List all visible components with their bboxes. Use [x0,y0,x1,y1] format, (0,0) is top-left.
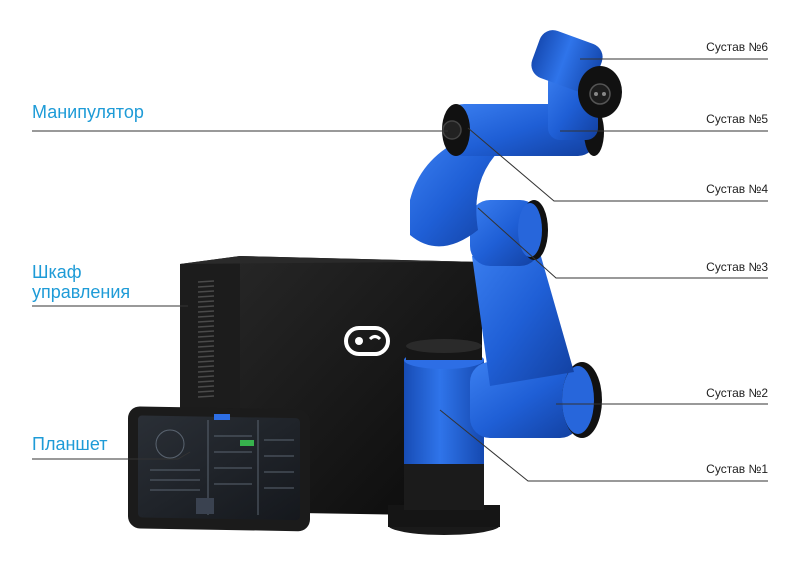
leader-lines-right [439,58,768,482]
label-manipulator: Манипулятор [32,102,144,122]
cabinet-vent-grille [197,280,215,398]
label-joint-3: Сустав №3 [706,260,768,274]
label-tablet: Планшет [32,434,108,454]
label-joint-4: Сустав №4 [706,182,768,196]
tablet [128,406,310,532]
label-joint-1: Сустав №1 [706,462,768,476]
robot-face-logo-icon [344,326,390,356]
label-joint-5: Сустав №5 [706,112,768,126]
label-joint-6: Сустав №6 [706,40,768,54]
label-joint-2: Сустав №2 [706,386,768,400]
label-control-cabinet: Шкаф управления [32,262,131,302]
robot-arm [388,30,622,535]
leader-lines-left [32,130,448,460]
